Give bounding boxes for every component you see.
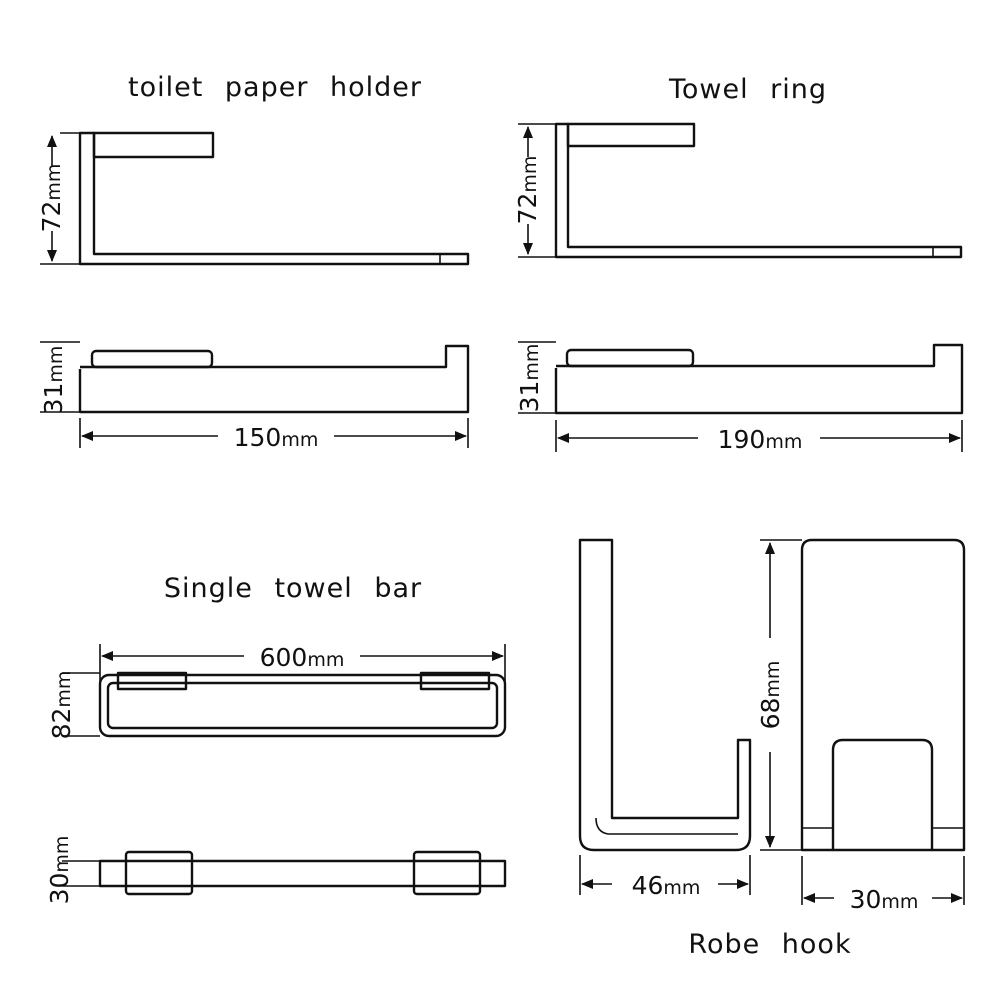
toilet-paper-holder-title: toilet paper holder	[128, 72, 422, 103]
single-towel-bar-group: Single towel bar 600mm 82m	[45, 573, 507, 905]
towel-bar-top-view	[62, 850, 507, 896]
towel-ring-side-view	[518, 122, 963, 259]
robe-hook-side-view	[578, 538, 752, 895]
tb-depth-dimension: 30mm	[45, 836, 74, 905]
tph-length-label: 150mm	[234, 423, 319, 452]
robe-hook-front-view	[760, 538, 966, 905]
rh-depth-label: 46mm	[632, 871, 701, 900]
tr-depth-dimension: 31mm	[515, 344, 544, 413]
toilet-paper-holder-top-view	[40, 341, 470, 414]
towel-bar-front-view	[62, 671, 507, 738]
tr-depth-label: 31mm	[515, 344, 544, 413]
rh-width-dimension: 30mm	[803, 885, 963, 914]
rh-height-label: 68mm	[756, 661, 785, 730]
rh-height-dimension: 68mm	[756, 542, 785, 848]
tb-height-label: 82mm	[47, 671, 76, 740]
tr-height-dimension: 72mm	[513, 126, 542, 255]
tph-length-dimension: 150mm	[79, 418, 469, 452]
towel-ring-group: Towel ring 72mm	[513, 74, 964, 454]
tph-depth-label: 31mm	[39, 346, 68, 415]
towel-ring-top-view	[518, 341, 964, 415]
robe-hook-group: 46mm 68mm	[578, 538, 966, 960]
tph-height-dimension: 72mm	[37, 135, 66, 262]
tr-height-label: 72mm	[513, 156, 542, 225]
rh-width-label: 30mm	[850, 885, 919, 914]
tb-length-label: 600mm	[260, 643, 345, 672]
tr-length-label: 190mm	[718, 425, 803, 454]
tb-depth-label: 30mm	[45, 836, 74, 905]
robe-hook-title: Robe hook	[688, 929, 851, 960]
rh-depth-dimension: 46mm	[581, 871, 749, 900]
toilet-paper-holder-group: toilet paper holder 72mm	[37, 72, 470, 452]
tph-depth-dimension: 31mm	[39, 346, 68, 415]
tb-height-dimension: 82mm	[47, 671, 76, 740]
tr-length-dimension: 190mm	[555, 420, 963, 454]
towel-ring-title: Towel ring	[668, 74, 827, 105]
tph-height-label: 72mm	[37, 164, 66, 233]
toilet-paper-holder-side-view	[40, 131, 470, 266]
single-towel-bar-title: Single towel bar	[164, 573, 422, 604]
